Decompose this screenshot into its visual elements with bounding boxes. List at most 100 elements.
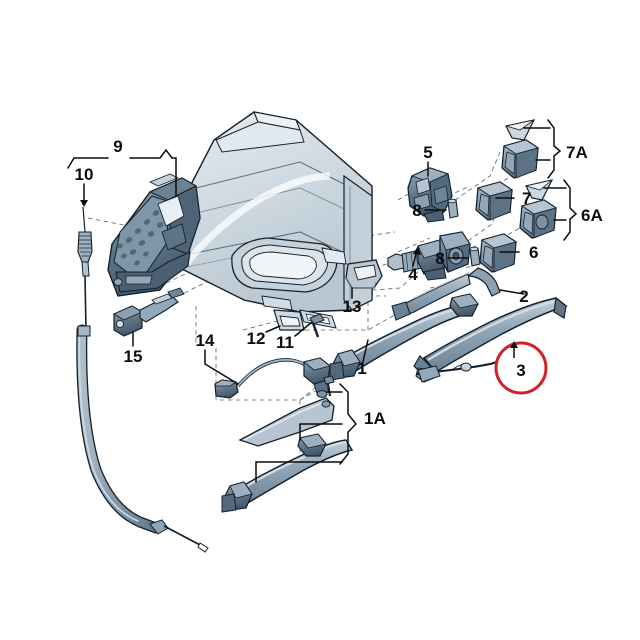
cable-ferrule-ribs <box>79 235 91 257</box>
part-8-bushing-lower <box>469 246 481 267</box>
latch-bolt-hole <box>113 278 123 286</box>
cable-upper-wire <box>82 206 86 233</box>
door-gloss-highlight <box>183 172 331 267</box>
leader-10-arrow <box>80 200 88 207</box>
callout-1a: 1A <box>364 409 386 428</box>
part-1a-group <box>221 375 354 513</box>
leader-bracket-9-right <box>129 148 177 159</box>
handle-recess-side-pocket <box>321 247 347 265</box>
part-6a-group <box>519 179 558 239</box>
handle-3-gloss <box>427 299 557 361</box>
cap-6a-left-face <box>522 211 534 235</box>
part-13-seal <box>345 259 383 289</box>
wedge-7a-top <box>505 119 535 131</box>
handle-1-bracket-tab <box>329 361 345 381</box>
cable-sheath-highlight <box>78 331 139 522</box>
carrier-2-hook-end <box>466 267 501 297</box>
handle-1-bracket-outer-top <box>451 293 479 309</box>
cap-6-right-face <box>493 241 517 273</box>
door-jamb-right <box>343 174 373 311</box>
highlight-circle <box>494 341 548 395</box>
part-12-cover-cap <box>273 309 305 331</box>
callout-15: 15 <box>124 347 143 366</box>
screw-1a-head <box>323 375 335 385</box>
callout-13: 13 <box>343 297 362 316</box>
cable-ferrule <box>77 231 93 263</box>
callout-3: 3 <box>516 361 525 380</box>
callout-14: 14 <box>196 331 215 350</box>
latch-perforations <box>117 210 164 266</box>
leader-1 <box>361 339 369 367</box>
part-8-bushing-upper <box>447 198 459 219</box>
part-6-end-cap <box>479 233 518 273</box>
callout-9: 9 <box>113 137 122 156</box>
callout-6: 6 <box>529 243 538 262</box>
carrier-2-foot <box>391 301 411 321</box>
latch-actuator-block <box>161 223 187 251</box>
handle-1a-bracket-tab <box>221 493 237 513</box>
connector-15-tip <box>167 287 185 299</box>
cable-sheath-collar <box>77 325 91 337</box>
leader-7a-bracket <box>547 119 562 179</box>
seal-13-aperture <box>353 264 377 281</box>
lock-housing-5-face-recess <box>415 177 431 195</box>
lock-cylinder-4-tip <box>387 253 405 271</box>
screw-1a-shank <box>326 383 332 397</box>
carrier-2-highlight <box>413 271 471 299</box>
door-lower-tab <box>261 295 293 311</box>
wedge-1a-plate <box>238 397 335 447</box>
leader-6a-bracket <box>563 179 578 241</box>
cable-end-wire <box>163 525 203 547</box>
door-latch-module <box>107 173 201 297</box>
callout-6a: 6A <box>581 206 603 225</box>
wedge-1a-plate-highlight <box>243 401 325 441</box>
screw-11-shank <box>311 322 320 338</box>
leader-bracket-9-left <box>67 157 109 169</box>
leader-4-arrow <box>413 246 421 255</box>
part-3-door-handle-highlighted <box>413 296 568 383</box>
door-upper-face <box>215 121 305 153</box>
cable-inner-wire <box>84 275 87 331</box>
callout-4: 4 <box>408 265 418 284</box>
callout-11: 11 <box>276 333 294 352</box>
leader-11 <box>294 321 313 337</box>
cable-end-tip <box>197 542 209 553</box>
handle-1a-bracket-outer-top <box>299 433 327 449</box>
door-panel-assembly <box>175 111 373 329</box>
handle-1a-grip <box>234 439 354 505</box>
callout-8-upper: 8 <box>412 201 421 220</box>
cap-6a-keyhole <box>535 214 549 230</box>
cap-7a-right-face <box>515 147 539 179</box>
bowden-cable-assembly <box>76 206 209 553</box>
cap-7-left-face <box>478 193 490 217</box>
leader-2 <box>499 289 525 295</box>
part-1-door-handle <box>329 293 479 381</box>
latch-window-aperture <box>157 195 185 227</box>
bushing-8-upper-top <box>447 198 457 204</box>
lock-housing-5-foot <box>423 209 445 223</box>
sensor-14-plug-top <box>214 379 238 387</box>
callout-1: 1 <box>357 359 366 378</box>
handle-1a-gloss <box>239 440 347 491</box>
callout-10: 10 <box>75 165 94 184</box>
sensor-14-tip <box>316 390 328 398</box>
handle-recess-aperture <box>249 251 317 280</box>
leader-14 <box>204 349 239 385</box>
lock-housing-5-lower-recess <box>413 193 431 211</box>
wedge-6a-top <box>525 179 553 191</box>
callout-5: 5 <box>423 143 432 162</box>
part-15-connector <box>113 287 185 337</box>
leader-1a-bracket <box>339 383 358 465</box>
lock-cylinder-4-foot <box>423 267 447 281</box>
bushing-8-lower-top <box>469 246 479 252</box>
leader-12 <box>265 325 281 333</box>
handle-1-gloss <box>347 307 459 359</box>
latch-lower-slot <box>125 275 153 285</box>
callout-7: 7 <box>522 189 531 208</box>
highlight-leader-arrow <box>510 341 518 348</box>
connector-15-pin-hole <box>115 319 125 329</box>
callout-7a: 7A <box>566 143 588 162</box>
cover-cap-12-recess <box>279 315 301 327</box>
